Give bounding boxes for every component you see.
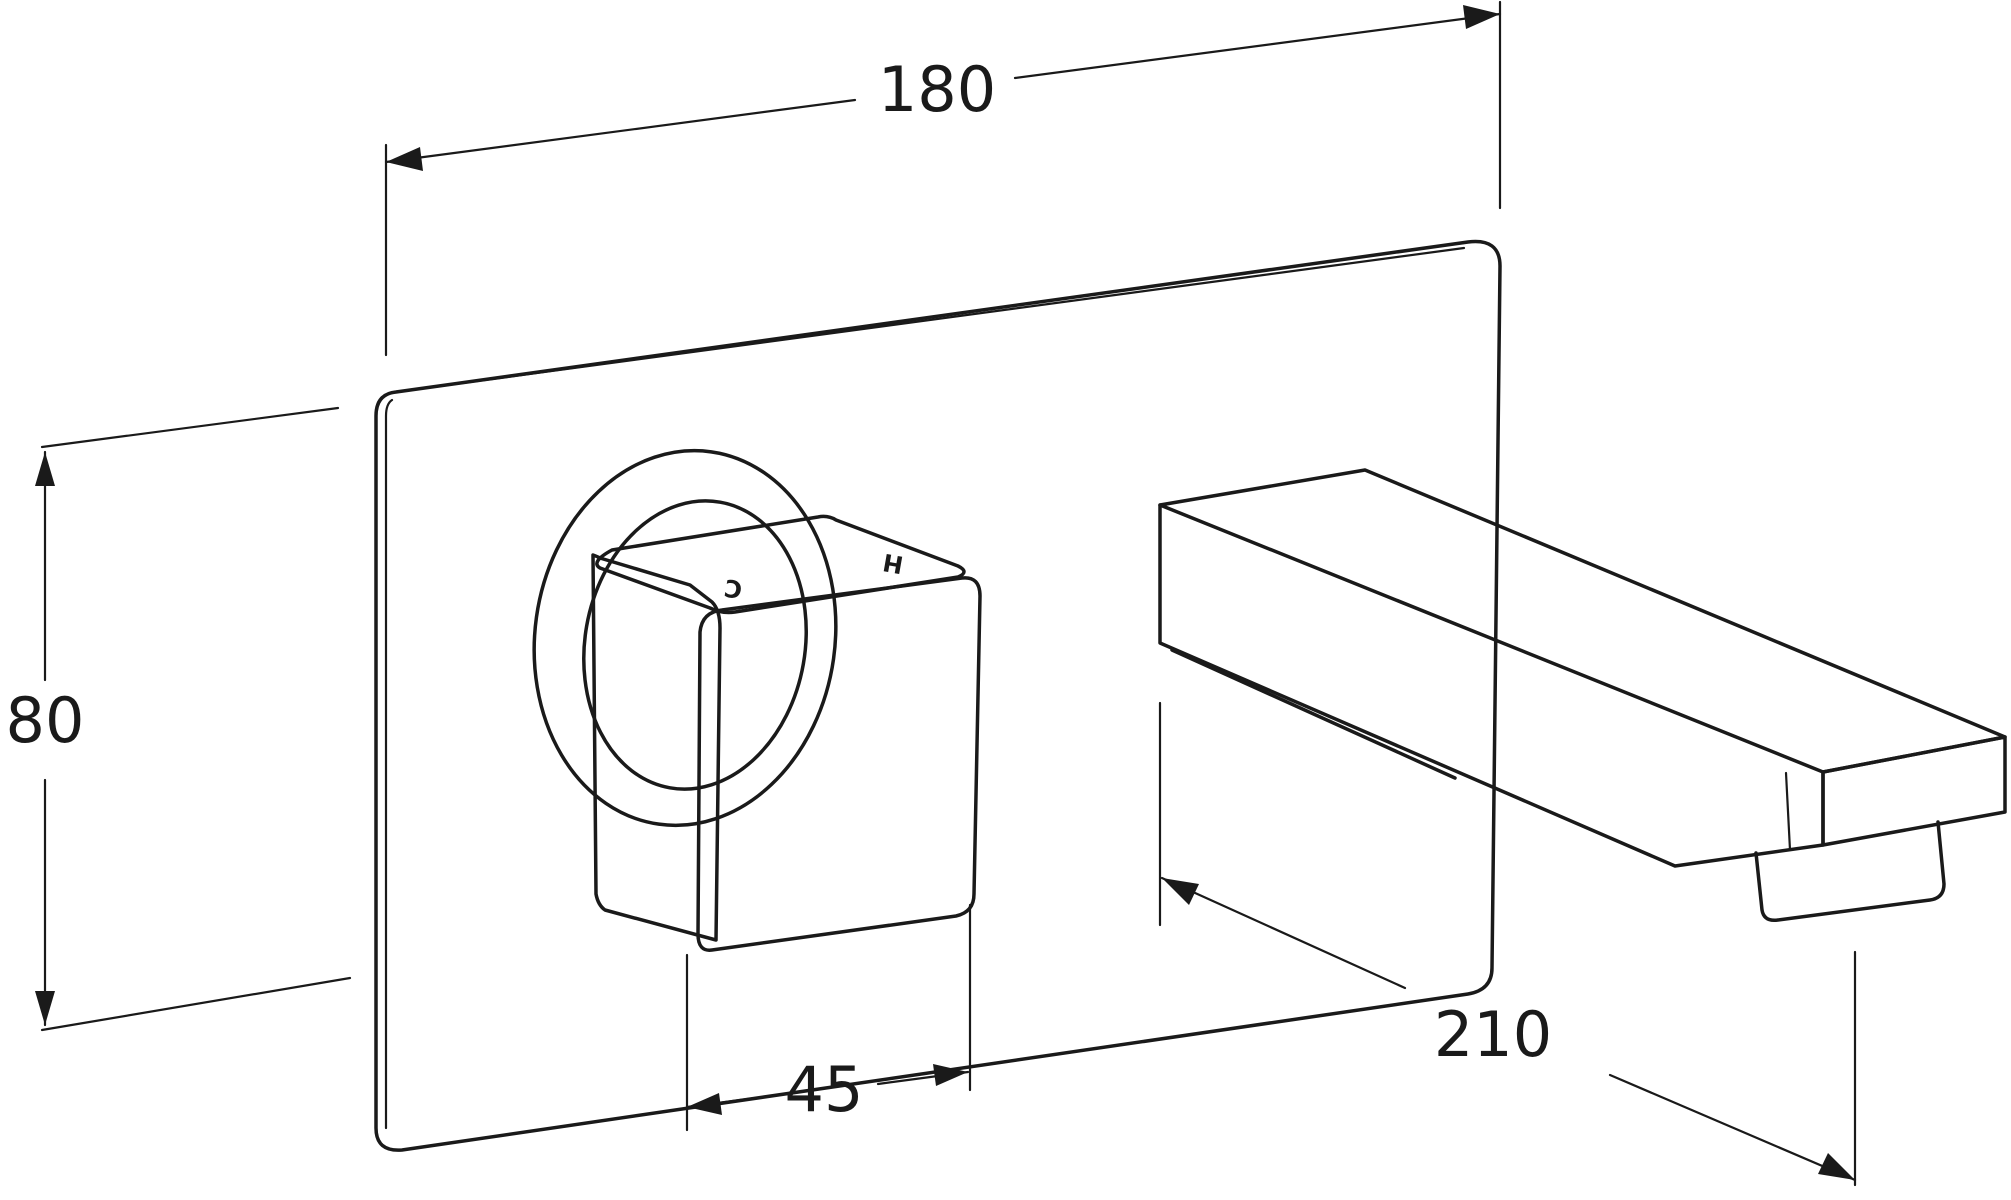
wall-plate xyxy=(374,239,1502,1152)
handle-top xyxy=(595,514,966,615)
label-80: 80 xyxy=(6,684,85,757)
spout-aerator xyxy=(1754,820,1946,923)
spout-front-face xyxy=(1821,735,2007,847)
cold-marking: C xyxy=(722,573,744,604)
label-210: 210 xyxy=(1434,998,1552,1071)
mixer-handle: C H xyxy=(532,448,982,952)
label-45: 45 xyxy=(785,1053,864,1126)
dimension-height-80: 80 xyxy=(6,406,352,1032)
handle-body xyxy=(591,553,722,942)
hot-marking: H xyxy=(881,548,906,579)
dimension-width-180: 180 xyxy=(384,0,1502,357)
handle-base-inner xyxy=(582,499,808,791)
dimension-handle-45: 45 xyxy=(685,903,972,1132)
handle-front-face xyxy=(696,576,982,952)
label-180: 180 xyxy=(878,53,996,126)
spout-left-face xyxy=(1158,503,1825,868)
spout-front-lip xyxy=(1784,771,1792,852)
spout xyxy=(1158,468,2007,923)
spout-top-face xyxy=(1158,468,2007,774)
handle-base-outer xyxy=(532,448,838,828)
dimension-spout-210: 210 xyxy=(1158,701,1857,1187)
